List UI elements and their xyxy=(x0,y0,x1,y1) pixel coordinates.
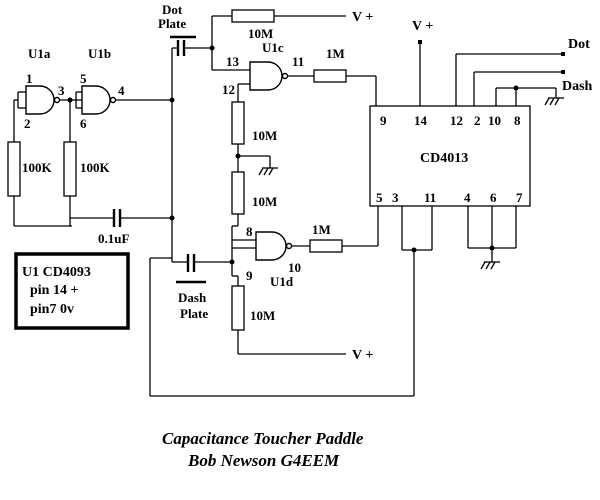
ic-bottom-wiring xyxy=(149,206,517,397)
u1b-label: U1b xyxy=(88,46,111,61)
u1a-pin-2: 2 xyxy=(24,116,31,131)
resistor-dot-pullup xyxy=(231,9,275,23)
ic-top-pin: 9 xyxy=(380,113,387,128)
u1a-pin-1: 1 xyxy=(26,71,33,86)
resistor-100k-b-label: 100K xyxy=(80,160,111,175)
dot-plate-label-line2: Plate xyxy=(158,16,186,31)
gate-u1a xyxy=(25,85,61,115)
resistor-u1d-output xyxy=(309,239,343,253)
resistor-mid-upper xyxy=(231,101,245,145)
dot-node-wiring xyxy=(209,15,346,71)
dot-plate-label-line1: Dot xyxy=(162,2,183,17)
dash-plate-label-line2: Plate xyxy=(180,306,208,321)
ic-name-label: CD4013 xyxy=(420,151,468,166)
ic-top-pin: 8 xyxy=(514,113,521,128)
resistor-mid-lower xyxy=(231,171,245,215)
output-dot-label: Dot xyxy=(568,37,590,52)
resistor-u1c-output-label: 1M xyxy=(326,46,345,61)
gate-u1b xyxy=(81,85,117,115)
u1c-pin-11: 11 xyxy=(292,54,304,69)
vplus-top-label: V + xyxy=(352,10,373,25)
u1d-label: U1d xyxy=(270,274,294,289)
resistor-u1d-output-label: 1M xyxy=(312,222,331,237)
ic-bottom-pin: 7 xyxy=(516,190,523,205)
oscillator-bus xyxy=(171,47,188,263)
resistor-dash-pullup-label: 10M xyxy=(250,308,275,323)
ic-top-pin: 2 xyxy=(474,113,481,128)
ic-supply-wiring xyxy=(418,40,422,106)
vplus-ic-label: V + xyxy=(412,19,433,34)
ic-top-pin: 10 xyxy=(488,113,501,128)
u1b-pin-5: 5 xyxy=(80,71,87,86)
u1b-pin-6: 6 xyxy=(80,116,87,131)
note-box xyxy=(14,252,130,330)
note-line-1: U1 CD4093 xyxy=(22,265,91,280)
gate-u1d xyxy=(255,231,293,261)
capacitor-label: 0.1uF xyxy=(98,231,129,246)
u1d-wiring xyxy=(229,206,379,355)
u1d-pin-10: 10 xyxy=(288,260,301,275)
resistor-100k-a-label: 100K xyxy=(22,160,53,175)
vplus-bottom-label: V + xyxy=(352,348,373,363)
title-line-1: Capacitance Toucher Paddle xyxy=(162,429,364,448)
u1d-pin-9: 9 xyxy=(246,268,253,283)
u1c-label: U1c xyxy=(262,40,284,55)
u1c-pin-12: 12 xyxy=(222,82,235,97)
gate-u1c xyxy=(249,61,289,91)
u1c-wiring xyxy=(235,75,377,176)
resistor-mid-upper-label: 10M xyxy=(252,128,277,143)
resistor-100k-b xyxy=(63,141,77,197)
ic-top-pin: 12 xyxy=(450,113,463,128)
dash-plate-label-line1: Dash xyxy=(178,290,207,305)
output-dash-label: Dash xyxy=(562,79,593,94)
ic-output-wiring xyxy=(455,52,565,106)
note-line-2: pin 14 + xyxy=(30,283,78,298)
oscillator-wiring xyxy=(13,91,175,227)
capacitor-0-1uf xyxy=(112,209,122,227)
note-line-3: pin7 0v xyxy=(30,302,74,317)
dash-plate-capacitor xyxy=(176,254,232,284)
ic-bottom-pin: 11 xyxy=(424,190,436,205)
resistor-dot-pullup-label: 10M xyxy=(248,26,273,41)
resistor-mid-lower-label: 10M xyxy=(252,194,277,209)
ic-top-pin: 14 xyxy=(414,113,428,128)
u1c-pin-13: 13 xyxy=(226,54,240,69)
ic-cd4013 xyxy=(369,105,531,207)
u1d-pin-8: 8 xyxy=(246,224,253,239)
u1b-pin-4: 4 xyxy=(118,83,125,98)
ic-bottom-pin: 4 xyxy=(464,190,471,205)
u1a-label: U1a xyxy=(28,46,51,61)
resistor-dash-pullup xyxy=(231,285,245,331)
ic-bottom-pin: 6 xyxy=(490,190,497,205)
title-line-2: Bob Newson G4EEM xyxy=(187,451,340,470)
resistor-100k-a xyxy=(7,141,21,197)
resistor-u1c-output xyxy=(313,69,347,83)
dot-plate-capacitor xyxy=(170,35,212,56)
ic-bottom-pin: 3 xyxy=(392,190,399,205)
u1a-pin-3: 3 xyxy=(58,83,65,98)
ic-bottom-pin: 5 xyxy=(376,190,383,205)
